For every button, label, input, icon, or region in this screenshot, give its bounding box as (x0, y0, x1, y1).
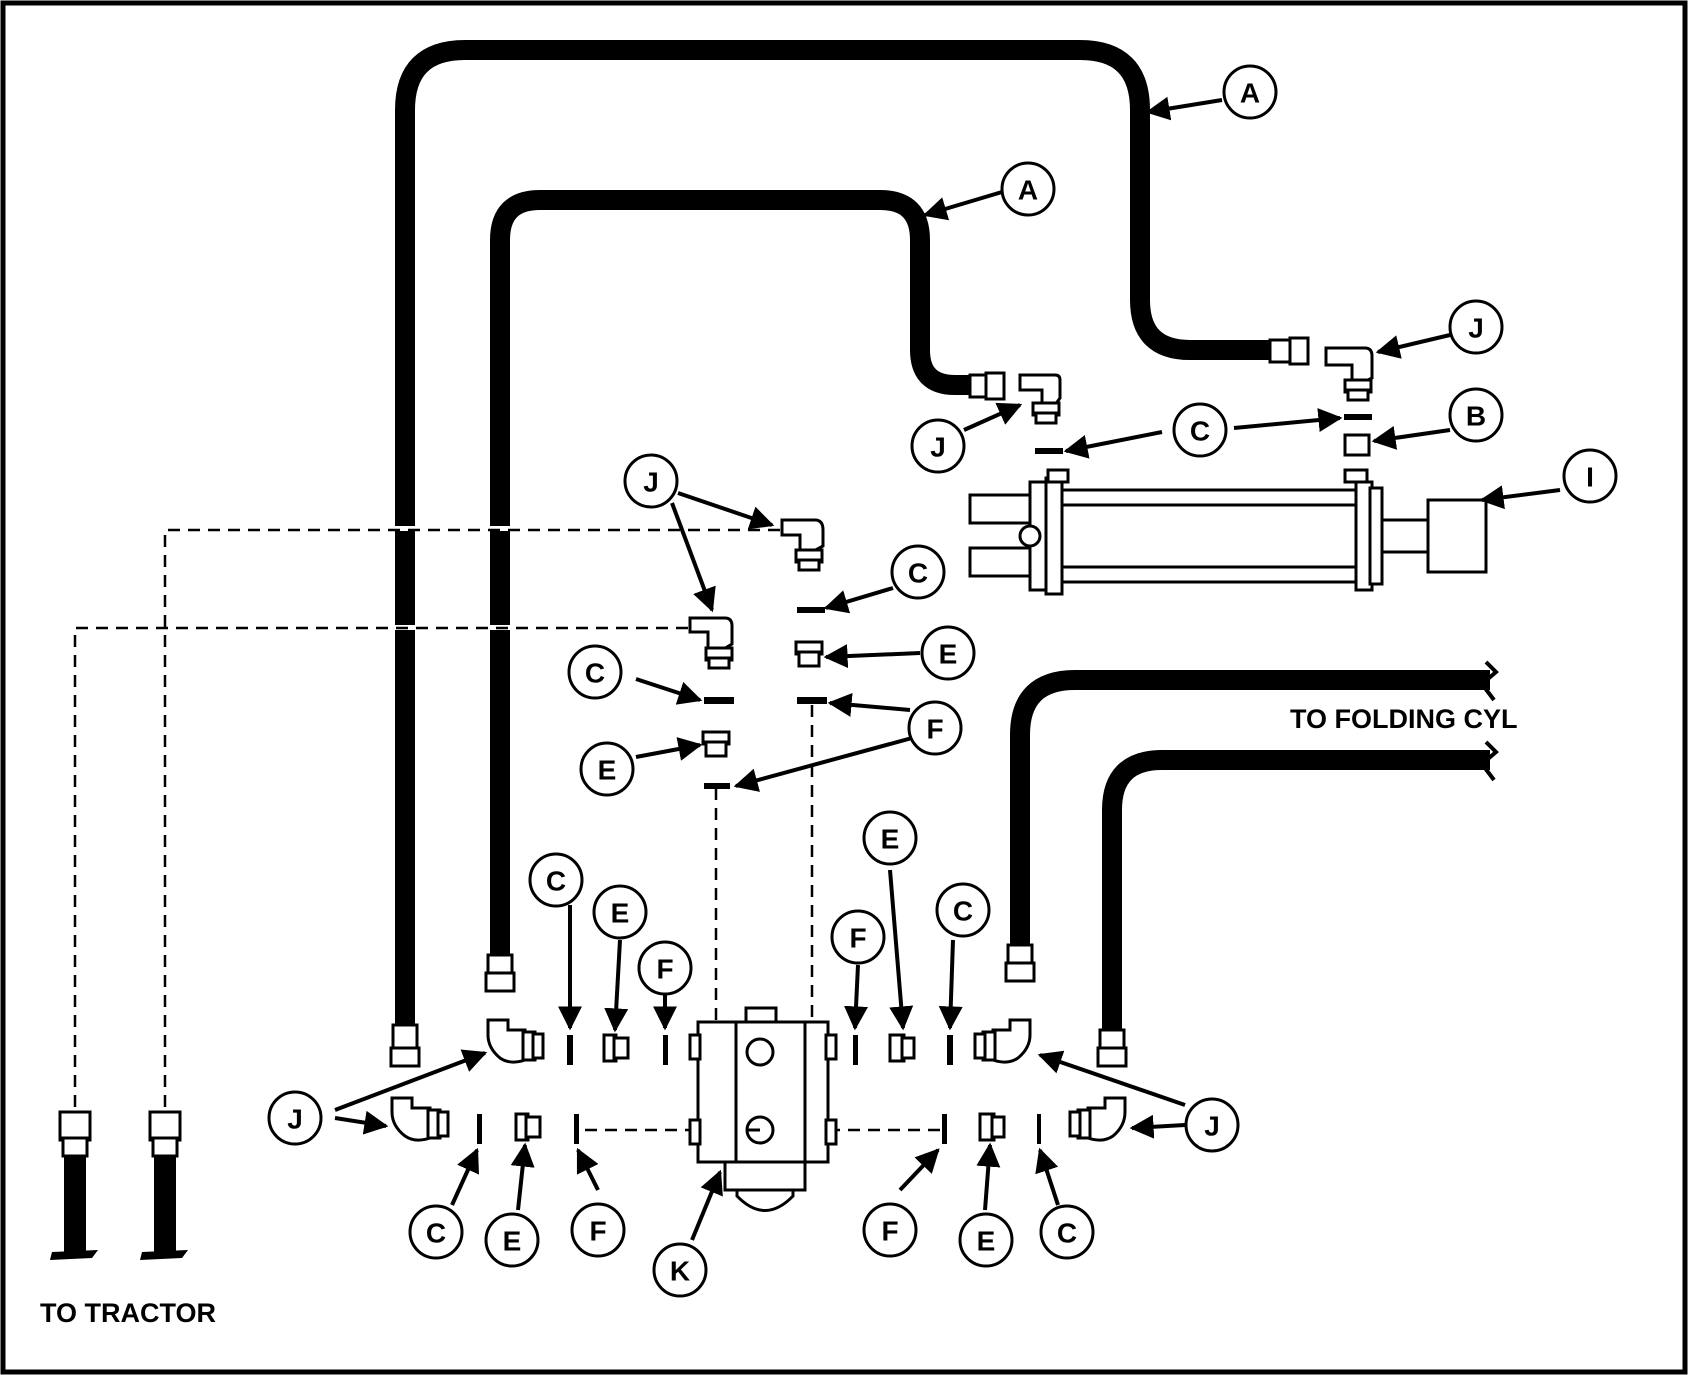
svg-text:A: A (1240, 78, 1260, 109)
callout-e-3: E (862, 810, 918, 866)
tractor-hose-ends (50, 1110, 188, 1260)
callout-f-4: F (570, 1202, 626, 1258)
hoses (395, 40, 1490, 1030)
hose-break-ends (1479, 660, 1499, 782)
callout-i: I (1562, 448, 1618, 504)
svg-text:B: B (1466, 401, 1486, 432)
callout-c-3: C (567, 644, 623, 700)
callout-f-2: F (830, 909, 886, 965)
svg-text:E: E (598, 755, 617, 786)
callout-c-1: C (1172, 402, 1228, 458)
callout-c-6: C (408, 1204, 464, 1260)
svg-text:F: F (656, 954, 673, 985)
svg-text:F: F (849, 923, 866, 954)
callout-j-4: J (267, 1090, 323, 1146)
svg-text:K: K (670, 1256, 690, 1287)
svg-text:I: I (1586, 462, 1594, 493)
svg-text:J: J (1204, 1111, 1220, 1142)
hose-folding-cyl-1 (1010, 670, 1490, 945)
svg-text:E: E (977, 1226, 996, 1257)
callout-f-3: F (637, 940, 693, 996)
callout-e-5: E (484, 1212, 540, 1268)
callout-j-3: J (623, 453, 679, 509)
callout-c-2: C (890, 544, 946, 600)
callout-e-6: E (958, 1212, 1014, 1268)
elbow-fittings (390, 346, 1374, 1142)
valve-block (688, 1006, 838, 1212)
svg-text:C: C (1190, 416, 1210, 447)
callout-f-5: F (862, 1202, 918, 1258)
callout-b: B (1448, 387, 1504, 443)
svg-text:J: J (287, 1104, 303, 1135)
svg-text:F: F (589, 1216, 606, 1247)
svg-text:E: E (503, 1226, 522, 1257)
adapter-fittings (514, 433, 1371, 1142)
svg-text:C: C (908, 558, 928, 589)
svg-text:A: A (1018, 175, 1038, 206)
callouts: A A J B C J I J C E C F E E C E C F F J … (267, 64, 1618, 1298)
hose-a-inner (490, 190, 975, 955)
svg-text:E: E (881, 824, 900, 855)
callout-e-2: E (579, 741, 635, 797)
svg-text:C: C (585, 658, 605, 689)
callout-j-5: J (1184, 1097, 1240, 1153)
hose-end-fittings (389, 336, 1310, 1068)
callout-a-1: A (1222, 64, 1278, 120)
svg-text:J: J (643, 467, 659, 498)
svg-text:C: C (1057, 1218, 1077, 1249)
plug-b (1343, 433, 1371, 457)
svg-text:F: F (926, 714, 943, 745)
callout-j-2: J (910, 418, 966, 474)
seals (477, 414, 1372, 1144)
svg-text:E: E (939, 639, 958, 670)
svg-text:J: J (1468, 313, 1484, 344)
svg-text:J: J (930, 432, 946, 463)
svg-text:C: C (953, 896, 973, 927)
callout-c-5: C (935, 882, 991, 938)
callout-c-7: C (1039, 1204, 1095, 1260)
callout-c-4: C (528, 852, 584, 908)
callout-a-2: A (1000, 161, 1056, 217)
callout-e-4: E (592, 884, 648, 940)
hose-a-outer (395, 40, 1280, 1025)
svg-text:C: C (426, 1218, 446, 1249)
callout-j-1: J (1448, 299, 1504, 355)
callout-e-1: E (920, 625, 976, 681)
caption-to-tractor: TO TRACTOR (40, 1298, 216, 1328)
svg-text:C: C (546, 866, 566, 897)
svg-text:E: E (611, 898, 630, 929)
hose-folding-cyl-2 (1102, 750, 1490, 1030)
callout-k: K (652, 1242, 708, 1298)
caption-to-folding-cyl: TO FOLDING CYL (1290, 704, 1518, 734)
svg-text:F: F (881, 1216, 898, 1247)
hydraulic-cylinder (968, 468, 1488, 596)
callout-f-1: F (907, 700, 963, 756)
leader-arrows (334, 96, 1561, 1241)
